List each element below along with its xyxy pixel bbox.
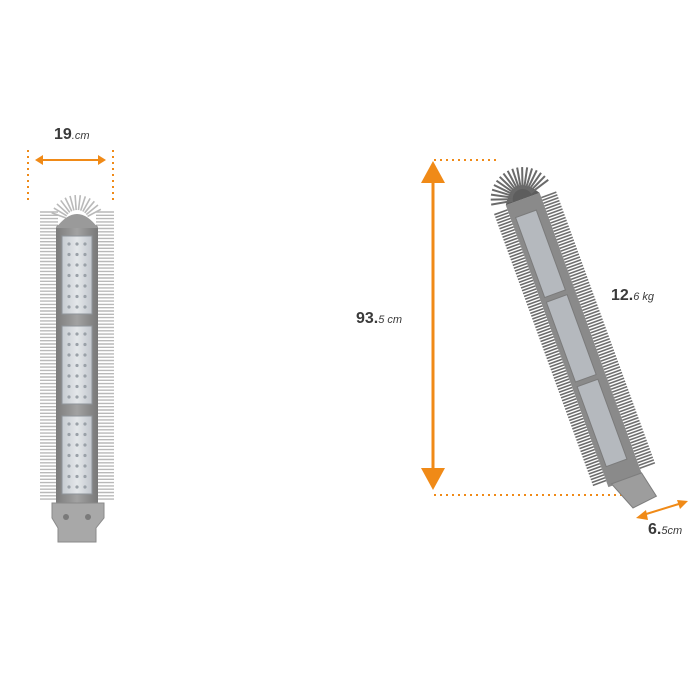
luminaire-front-view: [27, 150, 114, 543]
width-value: 19: [54, 126, 72, 143]
led-module-1: [514, 209, 566, 299]
top-fin-crown: [490, 167, 549, 206]
top-fin-crown: [51, 195, 102, 219]
height-label: 93.5 cm: [356, 310, 402, 328]
width-dimension: [27, 150, 114, 200]
housing-top-cap: [56, 214, 98, 228]
led-module-3: [576, 378, 628, 468]
led-chips: [67, 242, 87, 489]
weight-value: 12.: [611, 287, 634, 304]
side-heat-fins-right: [541, 191, 656, 469]
width-label: 19.cm: [54, 126, 90, 144]
bracket-hole: [85, 514, 91, 520]
led-module-2: [545, 293, 597, 383]
depth-label: 6.5cm: [648, 521, 682, 539]
depth-value: 6.: [648, 521, 662, 538]
height-value: 93.: [356, 310, 379, 327]
side-heat-fins: [40, 211, 114, 500]
weight-label: 12.6 kg: [611, 287, 654, 305]
depth-dimension: [636, 500, 688, 520]
width-unit: .cm: [71, 130, 90, 142]
mounting-bracket: [51, 502, 105, 543]
bracket-hole: [63, 514, 69, 520]
depth-unit: 5cm: [661, 525, 683, 537]
height-unit: 5 cm: [378, 314, 403, 326]
luminaire-angled-view: [490, 167, 658, 509]
side-heat-fins-left: [494, 209, 607, 487]
height-dimension: [421, 159, 640, 496]
mounting-bracket: [610, 472, 658, 509]
weight-unit: 6 kg: [633, 291, 655, 303]
